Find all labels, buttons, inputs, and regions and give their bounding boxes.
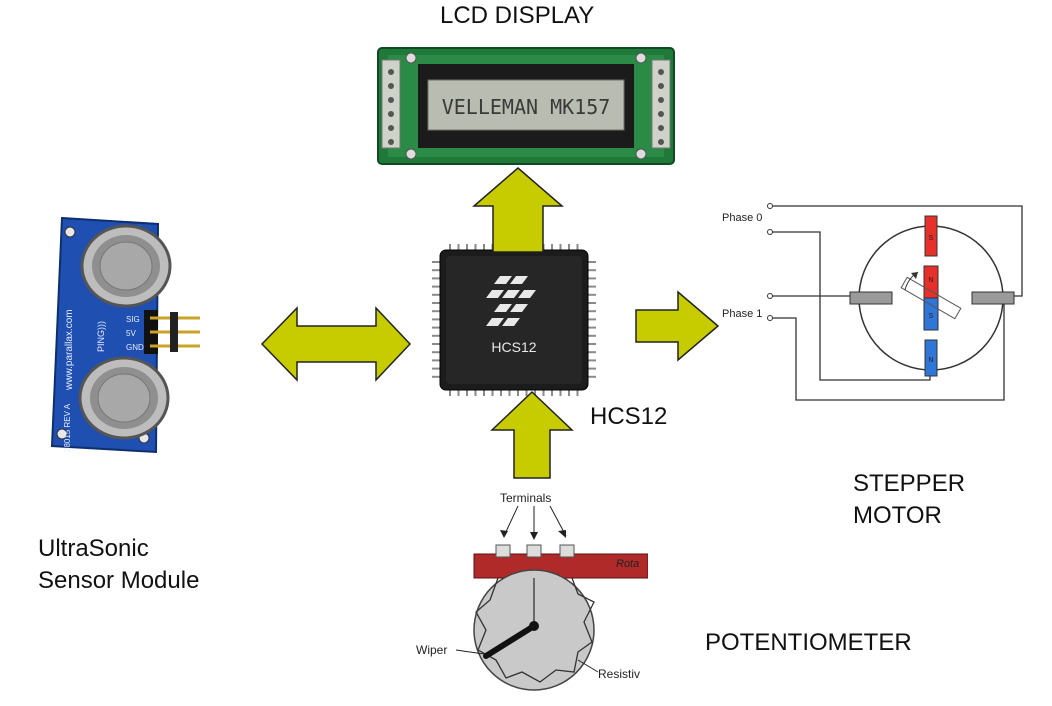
arrow-chip-to-stepper bbox=[636, 292, 718, 360]
lcd-display-module: VELLEMAN MK157 bbox=[378, 48, 674, 164]
pole-bottom-label: N bbox=[928, 357, 933, 364]
phase1-label: Phase 1 bbox=[722, 308, 762, 320]
transducer-top-icon bbox=[82, 226, 170, 306]
sensor-side-text: www.parallax.com bbox=[64, 309, 75, 391]
sensor-pin-sig: SIG bbox=[126, 315, 140, 324]
chip-text: HCS12 bbox=[491, 339, 536, 355]
terminals-label: Terminals bbox=[500, 491, 551, 505]
potentiometer-diagram: Terminals Rota Wiper Resistiv bbox=[416, 491, 662, 690]
arrow-sensor-chip-bidirectional bbox=[262, 308, 410, 380]
sensor-pin-5v: 5V bbox=[126, 329, 136, 338]
phase0-label: Phase 0 bbox=[722, 212, 762, 224]
ultrasonic-sensor-module: www.parallax.com PING))) 28015 REV A SIG… bbox=[52, 218, 200, 452]
sensor-pin-gnd: GND bbox=[126, 343, 144, 352]
rotation-label: Rota bbox=[616, 558, 639, 570]
transducer-bottom-icon bbox=[80, 358, 168, 438]
sensor-rev-text: 28015 REV A bbox=[63, 403, 72, 452]
sensor-model-text: PING))) bbox=[96, 321, 106, 352]
lcd-screen-text: VELLEMAN MK157 bbox=[442, 95, 611, 119]
arrow-pot-to-chip bbox=[492, 392, 572, 478]
rotor-bottom-label: S bbox=[929, 313, 934, 320]
stepper-motor-diagram: Phase 0 Phase 1 S N N S bbox=[722, 204, 1022, 401]
wiper-label: Wiper bbox=[416, 643, 447, 657]
rotor-top-label: N bbox=[928, 277, 933, 284]
hcs12-chip: HCS12 bbox=[432, 244, 596, 396]
arrow-chip-to-lcd bbox=[474, 168, 562, 252]
pole-top-label: S bbox=[929, 235, 934, 242]
resistive-label: Resistiv bbox=[598, 667, 640, 681]
